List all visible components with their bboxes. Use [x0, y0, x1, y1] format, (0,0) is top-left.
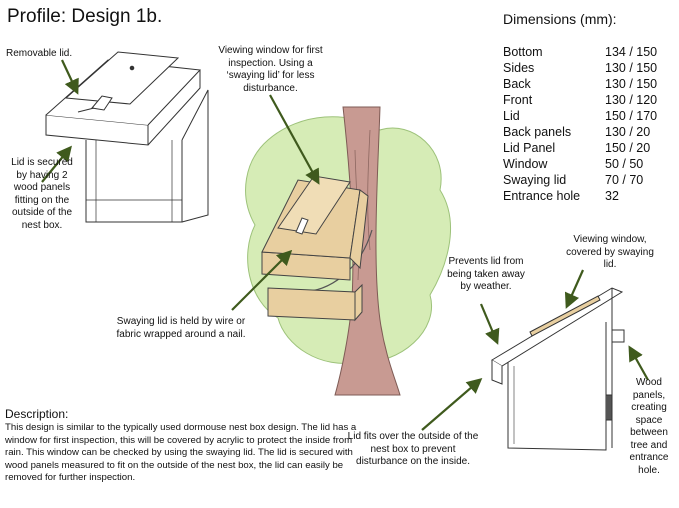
arrow-viewing-window-covered [564, 269, 585, 309]
arrow-swaying-lid [231, 249, 293, 311]
dimension-row: Window 50 / 50 [503, 156, 657, 172]
dimension-value: 150 / 170 [605, 109, 658, 123]
dimension-part: Front [503, 93, 533, 107]
dimension-row: Lid 150 / 170 [503, 108, 657, 124]
description-text: This design is similar to the typically … [5, 422, 357, 484]
dimension-part: Bottom [503, 45, 543, 59]
dimension-row: Entrance hole 32 [503, 188, 657, 204]
label-removable-lid: Removable lid. [6, 48, 73, 59]
label-lid-fits: Lid fits over the outside of the nest bo… [347, 431, 479, 467]
dimension-row: Back panels 130 / 20 [503, 124, 657, 140]
dimension-row: Sides 130 / 150 [503, 60, 657, 76]
dimension-row: Bottom 134 / 150 [503, 44, 657, 60]
label-prevents-lid: Prevents lid from being taken away by we… [447, 256, 525, 292]
arrow-viewing-window [269, 94, 320, 185]
label-viewing-window-covered: Viewing window, covered by swaying lid. [566, 234, 654, 270]
dimension-row: Lid Panel 150 / 20 [503, 140, 657, 156]
dimensions-title: Dimensions (mm): [503, 11, 617, 27]
dimensions-table: Bottom 134 / 150 Sides 130 / 150 Back 130 /… [503, 44, 657, 204]
label-lid-secured: Lid is secured by having 2 wood panels f… [11, 157, 73, 231]
arrow-prevents-lid [479, 303, 500, 345]
label-wood-panels: Wood panels, creating space between tree… [629, 377, 669, 476]
dimension-part: Entrance hole [503, 189, 581, 203]
arrow-lid-secured [41, 145, 72, 183]
dimension-part: Lid Panel [503, 141, 556, 155]
dimension-part: Window [503, 157, 548, 171]
arrow-lid-fits [421, 377, 483, 431]
tree-nest-box-sketch [245, 106, 452, 396]
dimension-part: Swaying lid [503, 173, 567, 187]
dimension-value: 32 [605, 189, 619, 203]
dimension-value: 130 / 20 [605, 125, 651, 139]
dimension-value: 150 / 20 [605, 141, 651, 155]
arrow-removable-lid [61, 59, 79, 95]
dimension-value: 130 / 120 [605, 93, 658, 107]
description-heading: Description: [5, 407, 69, 421]
dimension-value: 130 / 150 [605, 77, 658, 91]
dimension-value: 50 / 50 [605, 157, 644, 171]
left-nest-box-sketch [45, 51, 209, 223]
page-title: Profile: Design 1b. [7, 6, 163, 27]
dimension-part: Back [503, 77, 531, 91]
dimension-value: 134 / 150 [605, 45, 658, 59]
dimension-part: Sides [503, 61, 535, 75]
label-swaying-lid: Swaying lid is held by wire or fabric wr… [116, 316, 246, 340]
right-profile-sketch [491, 287, 625, 451]
label-viewing-window: Viewing window for first inspection. Usi… [218, 45, 323, 94]
dimension-part: Lid [503, 109, 520, 123]
dimension-row: Swaying lid 70 / 70 [503, 172, 657, 188]
annotation-arrows [41, 59, 649, 431]
dimension-value: 70 / 70 [605, 173, 644, 187]
arrow-wood-panels [628, 345, 649, 381]
dimension-row: Back 130 / 150 [503, 76, 657, 92]
dimension-row: Front 130 / 120 [503, 92, 657, 108]
dimension-value: 130 / 150 [605, 61, 658, 75]
dimension-part: Back panels [503, 125, 572, 139]
